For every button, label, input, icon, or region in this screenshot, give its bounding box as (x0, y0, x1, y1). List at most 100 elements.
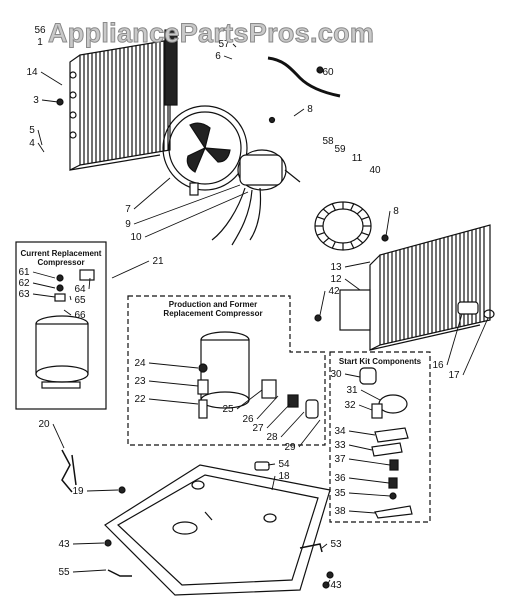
leader-line-28 (280, 411, 305, 438)
leader-line-25 (236, 389, 263, 410)
leader-line-17 (462, 317, 489, 376)
base-pan (104, 461, 331, 596)
callout-30: 30 (330, 369, 342, 380)
leader-line-61 (32, 271, 56, 279)
callout-20: 20 (38, 419, 50, 430)
callout-60: 60 (322, 67, 334, 78)
fan-motor (211, 149, 301, 246)
leader-line-8 (385, 210, 391, 237)
callout-8: 8 (307, 104, 313, 115)
callout-59: 59 (334, 144, 346, 155)
leader-line-16 (446, 313, 463, 366)
leader-line-22 (148, 398, 199, 405)
start-kit-box-title: Start Kit Components (332, 357, 428, 366)
leader-line-42 (319, 290, 326, 316)
leader-line-53 (321, 543, 328, 549)
tube-part-60 (267, 56, 341, 98)
callout-24: 24 (134, 358, 146, 369)
callout-23: 23 (134, 376, 146, 387)
leader-line-10 (144, 191, 249, 238)
bracket-part-55 (107, 569, 132, 577)
bracket-part-53 (299, 543, 323, 553)
leader-line-13 (344, 261, 371, 268)
callout-26: 26 (242, 414, 254, 425)
callout-3: 3 (33, 95, 39, 106)
start-kit-parts (359, 367, 413, 519)
watermark-logo: AppliancePartsPros.com (47, 18, 375, 49)
leader-line-7 (133, 177, 171, 210)
current-compressor-title-line1: Current Replacement (20, 249, 102, 258)
production-compressor-title-line2: Replacement Compressor (163, 309, 263, 318)
callout-65: 65 (74, 295, 86, 306)
callout-14: 14 (26, 67, 38, 78)
leader-line-65 (69, 295, 72, 301)
evaporator-coil (339, 224, 491, 351)
callout-57: 57 (218, 39, 230, 50)
condenser-coil (69, 29, 178, 171)
leader-line-66 (63, 309, 72, 316)
callout-22: 22 (134, 394, 146, 405)
callout-27: 27 (252, 423, 264, 434)
leader-line-64 (88, 277, 91, 290)
callout-61: 61 (18, 267, 30, 278)
callout-11: 11 (352, 153, 363, 164)
callout-7: 7 (125, 204, 131, 215)
callout-12: 12 (330, 274, 342, 285)
blower-wheel (314, 201, 372, 251)
production-compressor-box-title: Production and Former Replacement Compre… (148, 300, 278, 318)
leader-line-29 (298, 419, 321, 448)
callout-64: 64 (74, 284, 86, 295)
leader-line-27 (266, 403, 291, 429)
leader-line-3 (41, 99, 59, 103)
leader-line-24 (148, 362, 199, 369)
leader-line-4 (37, 142, 45, 153)
leader-line-12 (344, 278, 361, 291)
callout-66: 66 (74, 310, 86, 321)
leader-line-21 (111, 260, 150, 279)
leader-line-19 (86, 489, 119, 492)
callout-16: 16 (432, 360, 444, 371)
leader-line-63 (32, 293, 56, 298)
callout-37: 37 (334, 454, 346, 465)
callout-43: 43 (330, 580, 342, 591)
callout-43: 43 (58, 539, 70, 550)
callout-33: 33 (334, 440, 346, 451)
callout-17: 17 (448, 370, 460, 381)
callout-29: 29 (284, 442, 296, 453)
leader-line-43 (72, 542, 105, 545)
callout-8: 8 (393, 206, 399, 217)
callout-58: 58 (322, 136, 334, 147)
callout-62: 62 (18, 278, 30, 289)
callout-56: 56 (34, 25, 46, 36)
callout-35: 35 (334, 488, 346, 499)
callout-63: 63 (18, 289, 30, 300)
callout-40: 40 (369, 165, 381, 176)
callout-4: 4 (29, 138, 35, 149)
callout-18: 18 (278, 471, 290, 482)
callout-5: 5 (29, 125, 35, 136)
part-17 (483, 309, 495, 319)
callout-54: 54 (278, 459, 290, 470)
leader-line-9 (133, 184, 241, 225)
callout-42: 42 (328, 286, 340, 297)
callout-36: 36 (334, 473, 346, 484)
current-compressor-title-line2: Compressor (37, 258, 85, 267)
production-compressor-box (127, 295, 326, 446)
leader-line-55 (72, 569, 107, 573)
current-compressor-box-title: Current Replacement Compressor (18, 249, 104, 267)
leader-line-35 (348, 492, 391, 497)
leader-line-54 (267, 463, 276, 466)
leader-line-30 (344, 373, 361, 378)
callout-38: 38 (334, 506, 346, 517)
leader-line-23 (148, 380, 199, 387)
leader-line-38 (348, 510, 376, 514)
callout-55: 55 (58, 567, 70, 578)
leader-line-6 (223, 55, 233, 60)
callout-28: 28 (266, 432, 278, 443)
leader-line-37 (348, 458, 391, 466)
current-compressor-box (15, 241, 107, 410)
callout-6: 6 (215, 51, 221, 62)
leader-line-62 (32, 282, 56, 289)
callout-10: 10 (130, 232, 142, 243)
